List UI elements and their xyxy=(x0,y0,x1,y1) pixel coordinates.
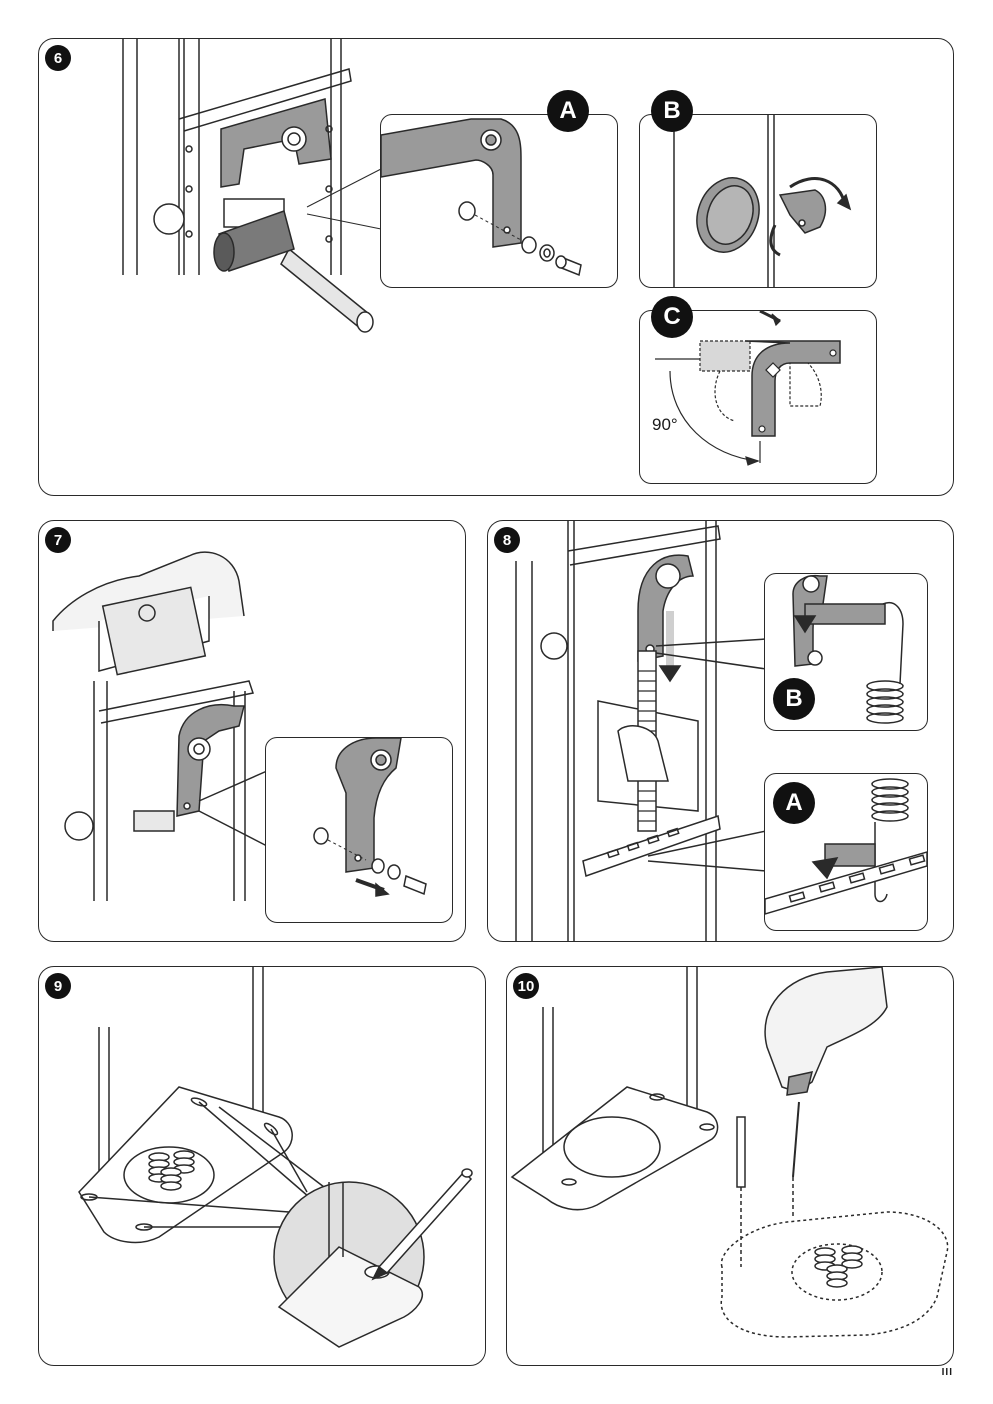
figure-10-drawing xyxy=(510,967,949,1338)
figure-10-panel: 10 xyxy=(506,966,954,1366)
figure-10-number: 10 xyxy=(513,973,539,999)
figure-9-drawing xyxy=(78,967,473,1348)
inset-a-drawing xyxy=(381,118,582,277)
hammer xyxy=(213,210,374,333)
figure-7-inset-drawing xyxy=(313,738,427,897)
figure-6-label-b: B xyxy=(651,90,693,132)
figure-9-number: 9 xyxy=(45,973,71,999)
figure-6-inset-c: 90° xyxy=(639,310,877,484)
figure-7-number: 7 xyxy=(45,527,71,553)
figure-8-panel: B A 8 xyxy=(487,520,954,942)
angle-label: 90° xyxy=(652,415,678,434)
figure-8-drawing xyxy=(515,521,767,941)
figure-8-inset-a: A xyxy=(764,773,928,931)
inset-c-drawing xyxy=(655,311,841,466)
figure-6-inset-a xyxy=(380,114,618,288)
figure-7-panel: 7 xyxy=(38,520,466,942)
figure-6-panel: A B xyxy=(38,38,954,496)
inset-b-drawing xyxy=(673,115,852,287)
figure-7-drawing xyxy=(52,551,268,901)
figure-6-number: 6 xyxy=(45,45,71,71)
figure-9-panel: 9 xyxy=(38,966,486,1366)
figure-8-inset-b-drawing xyxy=(792,574,904,724)
figure-8-inset-b: B xyxy=(764,573,928,731)
page-number: III xyxy=(941,1367,953,1378)
figure-7-inset xyxy=(265,737,453,923)
figure-8-label-a: A xyxy=(773,782,815,824)
figure-8-inset-a-drawing xyxy=(765,778,927,915)
figure-6-label-a: A xyxy=(547,90,589,132)
figure-6-drawing xyxy=(122,39,382,333)
figure-8-label-b: B xyxy=(773,678,815,720)
figure-8-number: 8 xyxy=(494,527,520,553)
figure-6-label-c: C xyxy=(651,296,693,338)
figure-6-inset-b xyxy=(639,114,877,288)
